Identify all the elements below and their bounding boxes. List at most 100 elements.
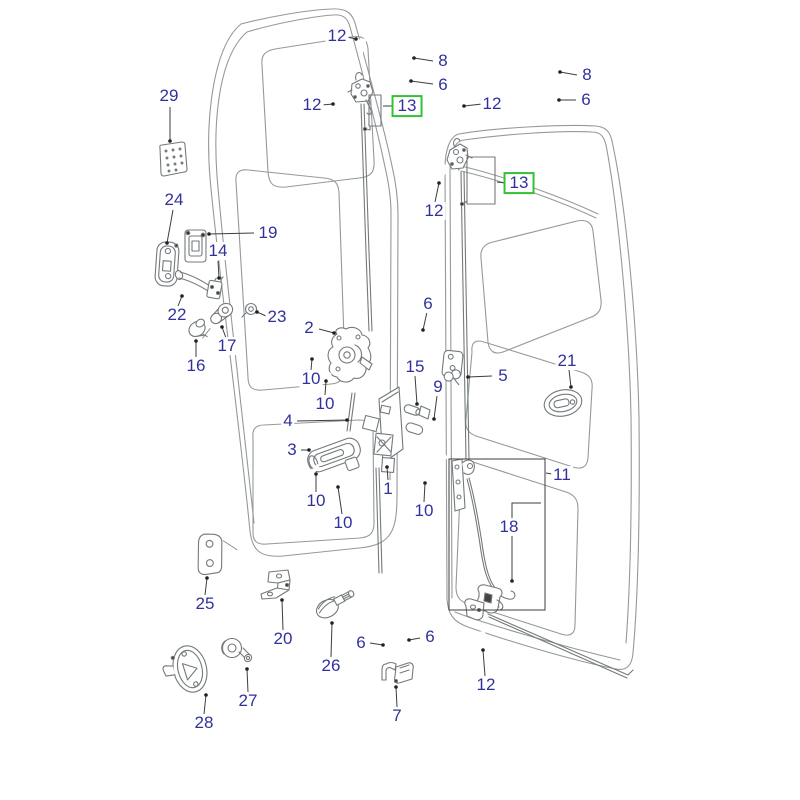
callout-15[interactable]: 15	[403, 357, 427, 377]
leader-dot-part-16	[194, 339, 198, 343]
part-17-bushing	[202, 302, 234, 339]
leader-line-part-14	[217, 260, 220, 279]
callout-8[interactable]: 8	[580, 65, 594, 85]
callout-12[interactable]: 12	[474, 675, 498, 695]
leader-dot-part-2	[332, 331, 336, 335]
part-11-group-box	[448, 458, 546, 611]
leader-line-part-12	[321, 103, 334, 106]
leader-line-part-9	[433, 395, 438, 420]
callout-10[interactable]: 10	[331, 513, 355, 533]
callout-10[interactable]: 10	[304, 491, 328, 511]
callout-12[interactable]: 12	[325, 26, 349, 46]
callout-8[interactable]: 8	[436, 51, 450, 71]
leader-dot-part-17	[220, 325, 224, 329]
leader-dot-part-8	[558, 70, 562, 74]
callout-29[interactable]: 29	[157, 86, 181, 106]
callout-22[interactable]: 22	[165, 305, 189, 325]
leader-line-part-15	[414, 375, 418, 405]
part-27-cylinder	[221, 637, 253, 663]
leader-dot-part-25	[205, 576, 209, 580]
callout-6[interactable]: 6	[579, 90, 593, 110]
callout-4[interactable]: 4	[281, 411, 295, 431]
leader-dot-part-12	[462, 104, 466, 108]
callout-10[interactable]: 10	[313, 394, 337, 414]
leader-line-part-8	[559, 71, 578, 76]
leader-dot-part-26	[330, 621, 334, 625]
callout-26[interactable]: 26	[319, 656, 343, 676]
part-29-pad	[159, 141, 188, 177]
callout-6[interactable]: 6	[421, 294, 435, 314]
leader-dot-part-6	[381, 643, 385, 647]
callout-17[interactable]: 17	[215, 336, 239, 356]
leader-line-part-24	[166, 209, 174, 244]
callout-16[interactable]: 16	[184, 356, 208, 376]
leader-dot-part-15	[415, 402, 419, 406]
leader-dot-part-12	[354, 37, 358, 41]
leader-line-part-18	[511, 502, 541, 581]
part-16-knob	[188, 318, 208, 338]
callout-24[interactable]: 24	[162, 190, 186, 210]
leader-line-part-21	[568, 369, 572, 388]
callout-13-highlighted[interactable]: 13	[503, 172, 535, 194]
callout-18[interactable]: 18	[497, 517, 521, 537]
callout-12[interactable]: 12	[422, 201, 446, 221]
leader-dot-part-10	[336, 485, 340, 489]
callout-12[interactable]: 12	[300, 95, 324, 115]
callout-12[interactable]: 12	[480, 94, 504, 114]
callout-7[interactable]: 7	[390, 706, 404, 726]
leader-line-part-28	[203, 694, 207, 715]
callout-10[interactable]: 10	[412, 501, 436, 521]
leader-line-part-2	[318, 328, 335, 334]
leader-line-part-12	[434, 182, 440, 203]
part-3-handle	[307, 437, 361, 473]
leader-line-part-7	[395, 686, 398, 708]
callout-1[interactable]: 1	[381, 479, 395, 499]
callout-23[interactable]: 23	[265, 307, 289, 327]
callout-27[interactable]: 27	[236, 691, 260, 711]
callout-10[interactable]: 10	[299, 369, 323, 389]
part-24-door-check	[154, 241, 180, 287]
right-door-panel	[444, 124, 640, 670]
callout-9[interactable]: 9	[431, 377, 445, 397]
leader-line-part-26	[330, 622, 333, 658]
leader-dot-part-22	[180, 294, 184, 298]
callout-28[interactable]: 28	[192, 713, 216, 733]
part-20-bracket	[260, 569, 291, 600]
leader-line-part-6	[408, 637, 421, 641]
leader-line-part-5	[467, 375, 493, 378]
leader-dot-part-6	[421, 328, 425, 332]
leader-dot-part-14	[217, 276, 221, 280]
leader-dot-part-9	[432, 417, 436, 421]
leader-line-part-10	[324, 380, 327, 396]
callout-19[interactable]: 19	[256, 223, 280, 243]
part-23-grommet	[241, 302, 258, 318]
leader-line-part-10	[423, 482, 426, 503]
part-13-right-latch	[446, 137, 496, 207]
callout-20[interactable]: 20	[271, 629, 295, 649]
leader-dot-part-19	[207, 232, 211, 236]
callout-25[interactable]: 25	[193, 594, 217, 614]
callout-13-highlighted[interactable]: 13	[391, 95, 423, 117]
leader-line-part-1	[386, 466, 389, 481]
callout-5[interactable]: 5	[496, 366, 510, 386]
leader-dot-part-20	[280, 598, 284, 602]
leader-dot-part-8	[412, 56, 416, 60]
callout-2[interactable]: 2	[302, 318, 316, 338]
leader-dot-part-29	[168, 139, 172, 143]
leader-dot-part-4	[345, 418, 349, 422]
callout-21[interactable]: 21	[555, 351, 579, 371]
callout-11[interactable]: 11	[551, 465, 573, 485]
leader-line-part-8	[413, 57, 434, 62]
leader-line-part-6	[369, 642, 384, 646]
callout-3[interactable]: 3	[285, 440, 299, 460]
leader-dot-part-10	[423, 481, 427, 485]
leader-dot-part-3	[307, 448, 311, 452]
part-7-clip	[381, 661, 414, 684]
callout-6[interactable]: 6	[423, 627, 437, 647]
callout-6[interactable]: 6	[436, 75, 450, 95]
callout-6[interactable]: 6	[354, 633, 368, 653]
callout-14[interactable]: 14	[206, 241, 230, 261]
leader-line-part-11	[545, 472, 553, 475]
leader-line-part-4	[296, 419, 348, 422]
